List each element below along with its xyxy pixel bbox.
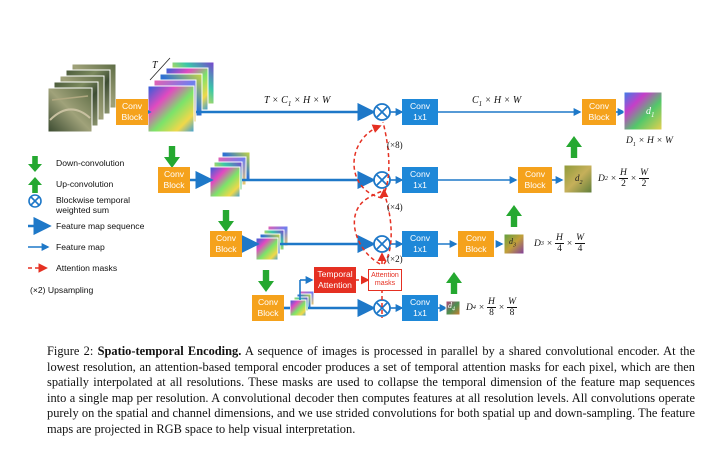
dashed-red-arrow-icon [28, 264, 48, 272]
feature-stack-level1 [147, 61, 215, 133]
caption-prefix: Figure 2: [47, 344, 98, 358]
legend-fmap-label: Feature map [56, 242, 105, 252]
figure-caption: Figure 2: Spatio-temporal Encoding. A se… [47, 344, 695, 438]
thin-arrow-icon [28, 243, 48, 251]
caption-title: Spatio-temporal Encoding. [97, 344, 242, 358]
dims-sequence-label: T × C1 × H × W [264, 95, 331, 108]
blockwise-sum-icon [29, 195, 41, 207]
legend-down-label: Down-convolution [56, 158, 125, 168]
legend-icons [28, 194, 52, 273]
d3-label: d3 [509, 237, 516, 249]
legend-seq-label: Feature map sequence [56, 221, 145, 231]
output-map-d1 [623, 91, 663, 131]
output-map-d4 [445, 300, 461, 316]
feature-stack-level4 [289, 290, 315, 317]
input-image-sequence [47, 63, 117, 133]
thick-arrow-icon [28, 222, 48, 230]
legend-upsampling-label: (×2) Upsampling [30, 285, 94, 295]
output-map-d2 [563, 164, 593, 194]
caption-body: A sequence of images is processed in par… [47, 344, 695, 436]
d2-label: d2 [575, 173, 583, 186]
upsample-x2-label: (×2) [387, 254, 403, 264]
legend-masks-label: Attention masks [56, 263, 118, 273]
upsample-x4-label: (×4) [387, 202, 403, 212]
dims-map-label: C1 × H × W [472, 95, 522, 108]
d1-label: d1 [646, 106, 655, 119]
t-label: T [152, 60, 158, 71]
upsample-x8-label: (×8) [387, 140, 403, 150]
output-map-d3 [503, 233, 525, 255]
d4-label: d4 [448, 301, 455, 313]
out1-dims: D1 × H × W [626, 136, 673, 148]
feature-stack-level2 [209, 151, 251, 198]
t-axis-arrow [149, 57, 171, 81]
feature-stack-level3 [255, 225, 289, 261]
legend-up-label: Up-convolution [56, 179, 114, 189]
